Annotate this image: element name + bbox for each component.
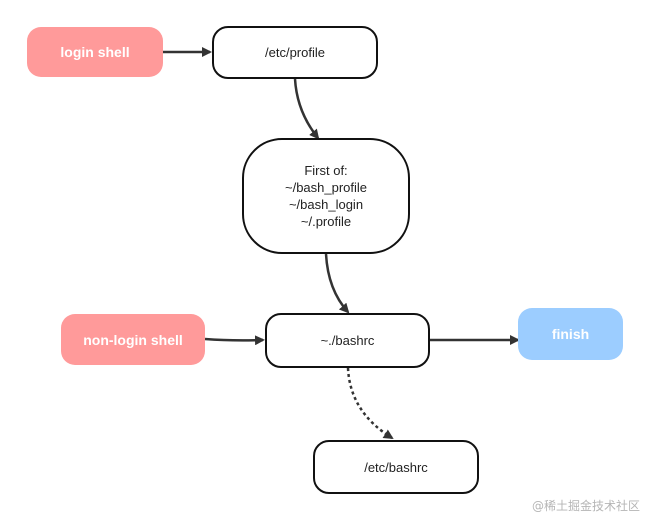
first-of-line: First of:: [304, 163, 348, 178]
etc-profile-node: /etc/profile: [212, 26, 378, 79]
arrow-bashrc-to-etc-bashrc-dashed: [346, 367, 394, 440]
arrow-etc-profile-to-first-of: [293, 78, 320, 140]
non-login-shell-node: non-login shell: [61, 314, 205, 365]
login-shell-label: login shell: [60, 44, 130, 60]
arrow-first-of-to-bashrc: [324, 253, 350, 314]
login-shell-node: login shell: [27, 27, 163, 77]
finish-node: finish: [518, 308, 623, 360]
first-of-line: ~/bash_login: [288, 197, 364, 212]
arrow-non-login-to-bashrc: [204, 335, 265, 346]
watermark: @稀土掘金技术社区: [531, 499, 640, 513]
etc-profile-label: /etc/profile: [265, 45, 325, 60]
finish-label: finish: [551, 326, 590, 342]
bashrc-label: ~./bashrc: [320, 333, 375, 348]
first-of-line: ~/.profile: [300, 214, 352, 229]
etc-bashrc-node: /etc/bashrc: [313, 440, 479, 494]
first-of-node: First of: ~/bash_profile ~/bash_login ~/…: [242, 138, 410, 254]
etc-bashrc-label: /etc/bashrc: [364, 459, 428, 475]
bashrc-node: ~./bashrc: [265, 313, 430, 368]
non-login-shell-label: non-login shell: [83, 331, 183, 348]
first-of-line: ~/bash_profile: [284, 180, 368, 195]
